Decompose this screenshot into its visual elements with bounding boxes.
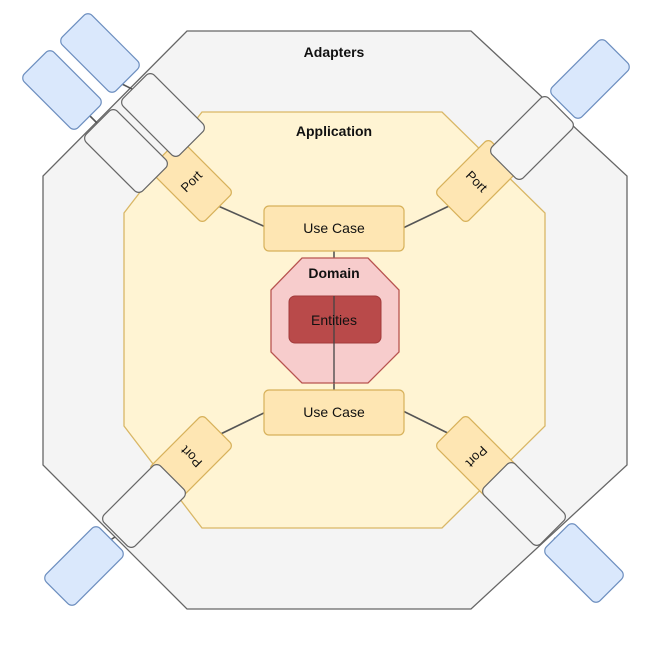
adapter-box-top-right: [490, 96, 574, 180]
entities-label: Entities: [311, 312, 357, 328]
use-case-bottom-label: Use Case: [303, 404, 365, 420]
port-top-right: Port: [436, 140, 518, 222]
use-case-bottom-box: [263, 389, 405, 436]
adapters-label: Adapters: [304, 44, 365, 60]
domain-label: Domain: [308, 265, 359, 281]
external-box-top-left-2: [22, 50, 102, 130]
adapter-box-bottom-left: [102, 464, 186, 548]
external-box-top-right: [550, 39, 630, 119]
external-box-bottom-left: [44, 526, 124, 606]
use-case-top-label: Use Case: [303, 220, 365, 236]
adapter-box-bottom-right: [482, 462, 566, 546]
external-box-bottom-right: [544, 523, 624, 603]
adapter-box-top-left-2: [84, 109, 168, 193]
adapter-box-top-left-1: [121, 73, 205, 157]
application-label: Application: [296, 123, 372, 139]
external-box-top-left-1: [60, 13, 140, 93]
use-case-top-box: [263, 205, 405, 252]
port-top-left: Port: [150, 140, 232, 222]
entities-box: [288, 295, 382, 344]
